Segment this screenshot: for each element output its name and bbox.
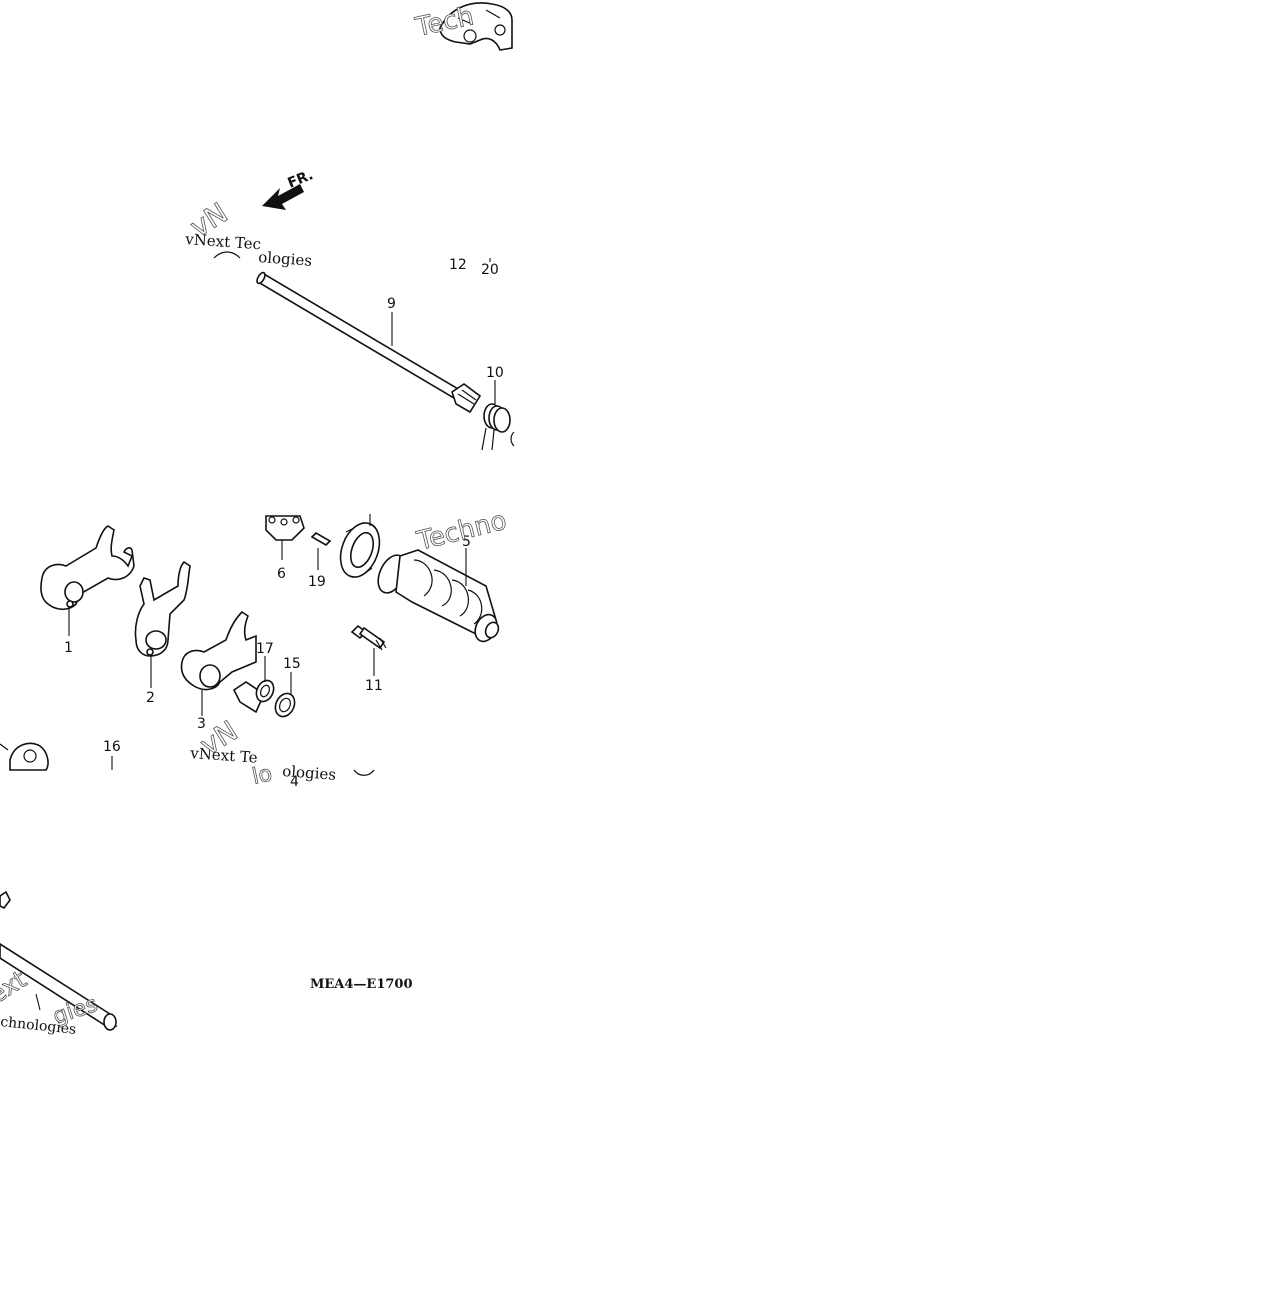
shift-shaft-part-9 (256, 271, 482, 414)
callout-3: 3 (197, 716, 206, 732)
dowel-pin-part-19 (310, 532, 332, 546)
svg-text:chnologies: chnologies (0, 1014, 77, 1038)
callout-1: 1 (64, 640, 73, 656)
pedal-arm-fragment: ext chnologies gies (0, 890, 118, 1038)
shift-fork-part-1 (40, 525, 135, 611)
callout-12: 12 (449, 257, 467, 273)
part-edge (213, 251, 241, 259)
svg-text:ologies: ologies (282, 762, 337, 784)
front-direction-arrow: FR. (262, 167, 316, 210)
shift-drum-center-part-6 (265, 515, 305, 541)
bearing (339, 522, 381, 578)
callout-11: 11 (365, 678, 383, 694)
svg-text:ologies: ologies (258, 248, 313, 270)
callout-6: 6 (277, 566, 286, 582)
oil-seal-part-15 (274, 692, 296, 718)
washer-part-17 (255, 679, 275, 703)
callout-15: 15 (283, 656, 301, 672)
callout-17: 17 (256, 641, 274, 657)
return-spring-part-10 (481, 403, 515, 451)
callout-5: 5 (462, 534, 471, 550)
callout-2: 2 (146, 690, 155, 706)
svg-text:vNext Tec: vNext Tec (184, 230, 262, 253)
gearshift-pedal-part-16 (0, 742, 49, 771)
watermark: vNext Tec ologies vN (184, 196, 313, 270)
shift-drum-part-5 (377, 549, 500, 643)
shift-fork-part-2 (134, 560, 191, 657)
direction-arrow-label: FR. (286, 167, 316, 192)
callout-4: 4 (290, 774, 299, 790)
bolt-part-11 (350, 624, 387, 651)
svg-text:lo: lo (250, 761, 274, 790)
top-assembly-fragment: Tech (412, 1, 513, 51)
diagram-code: MEA4—E1700 (310, 977, 413, 992)
callout-20: 20 (481, 262, 499, 278)
callout-16: 16 (103, 739, 121, 755)
watermark: vNext Te ologies vN lo (189, 714, 337, 791)
shift-fork-part-3 (180, 610, 257, 691)
svg-text:vNext Te: vNext Te (189, 744, 259, 767)
callout-10: 10 (486, 365, 504, 381)
callout-9: 9 (387, 296, 396, 312)
callout-19: 19 (308, 574, 326, 590)
